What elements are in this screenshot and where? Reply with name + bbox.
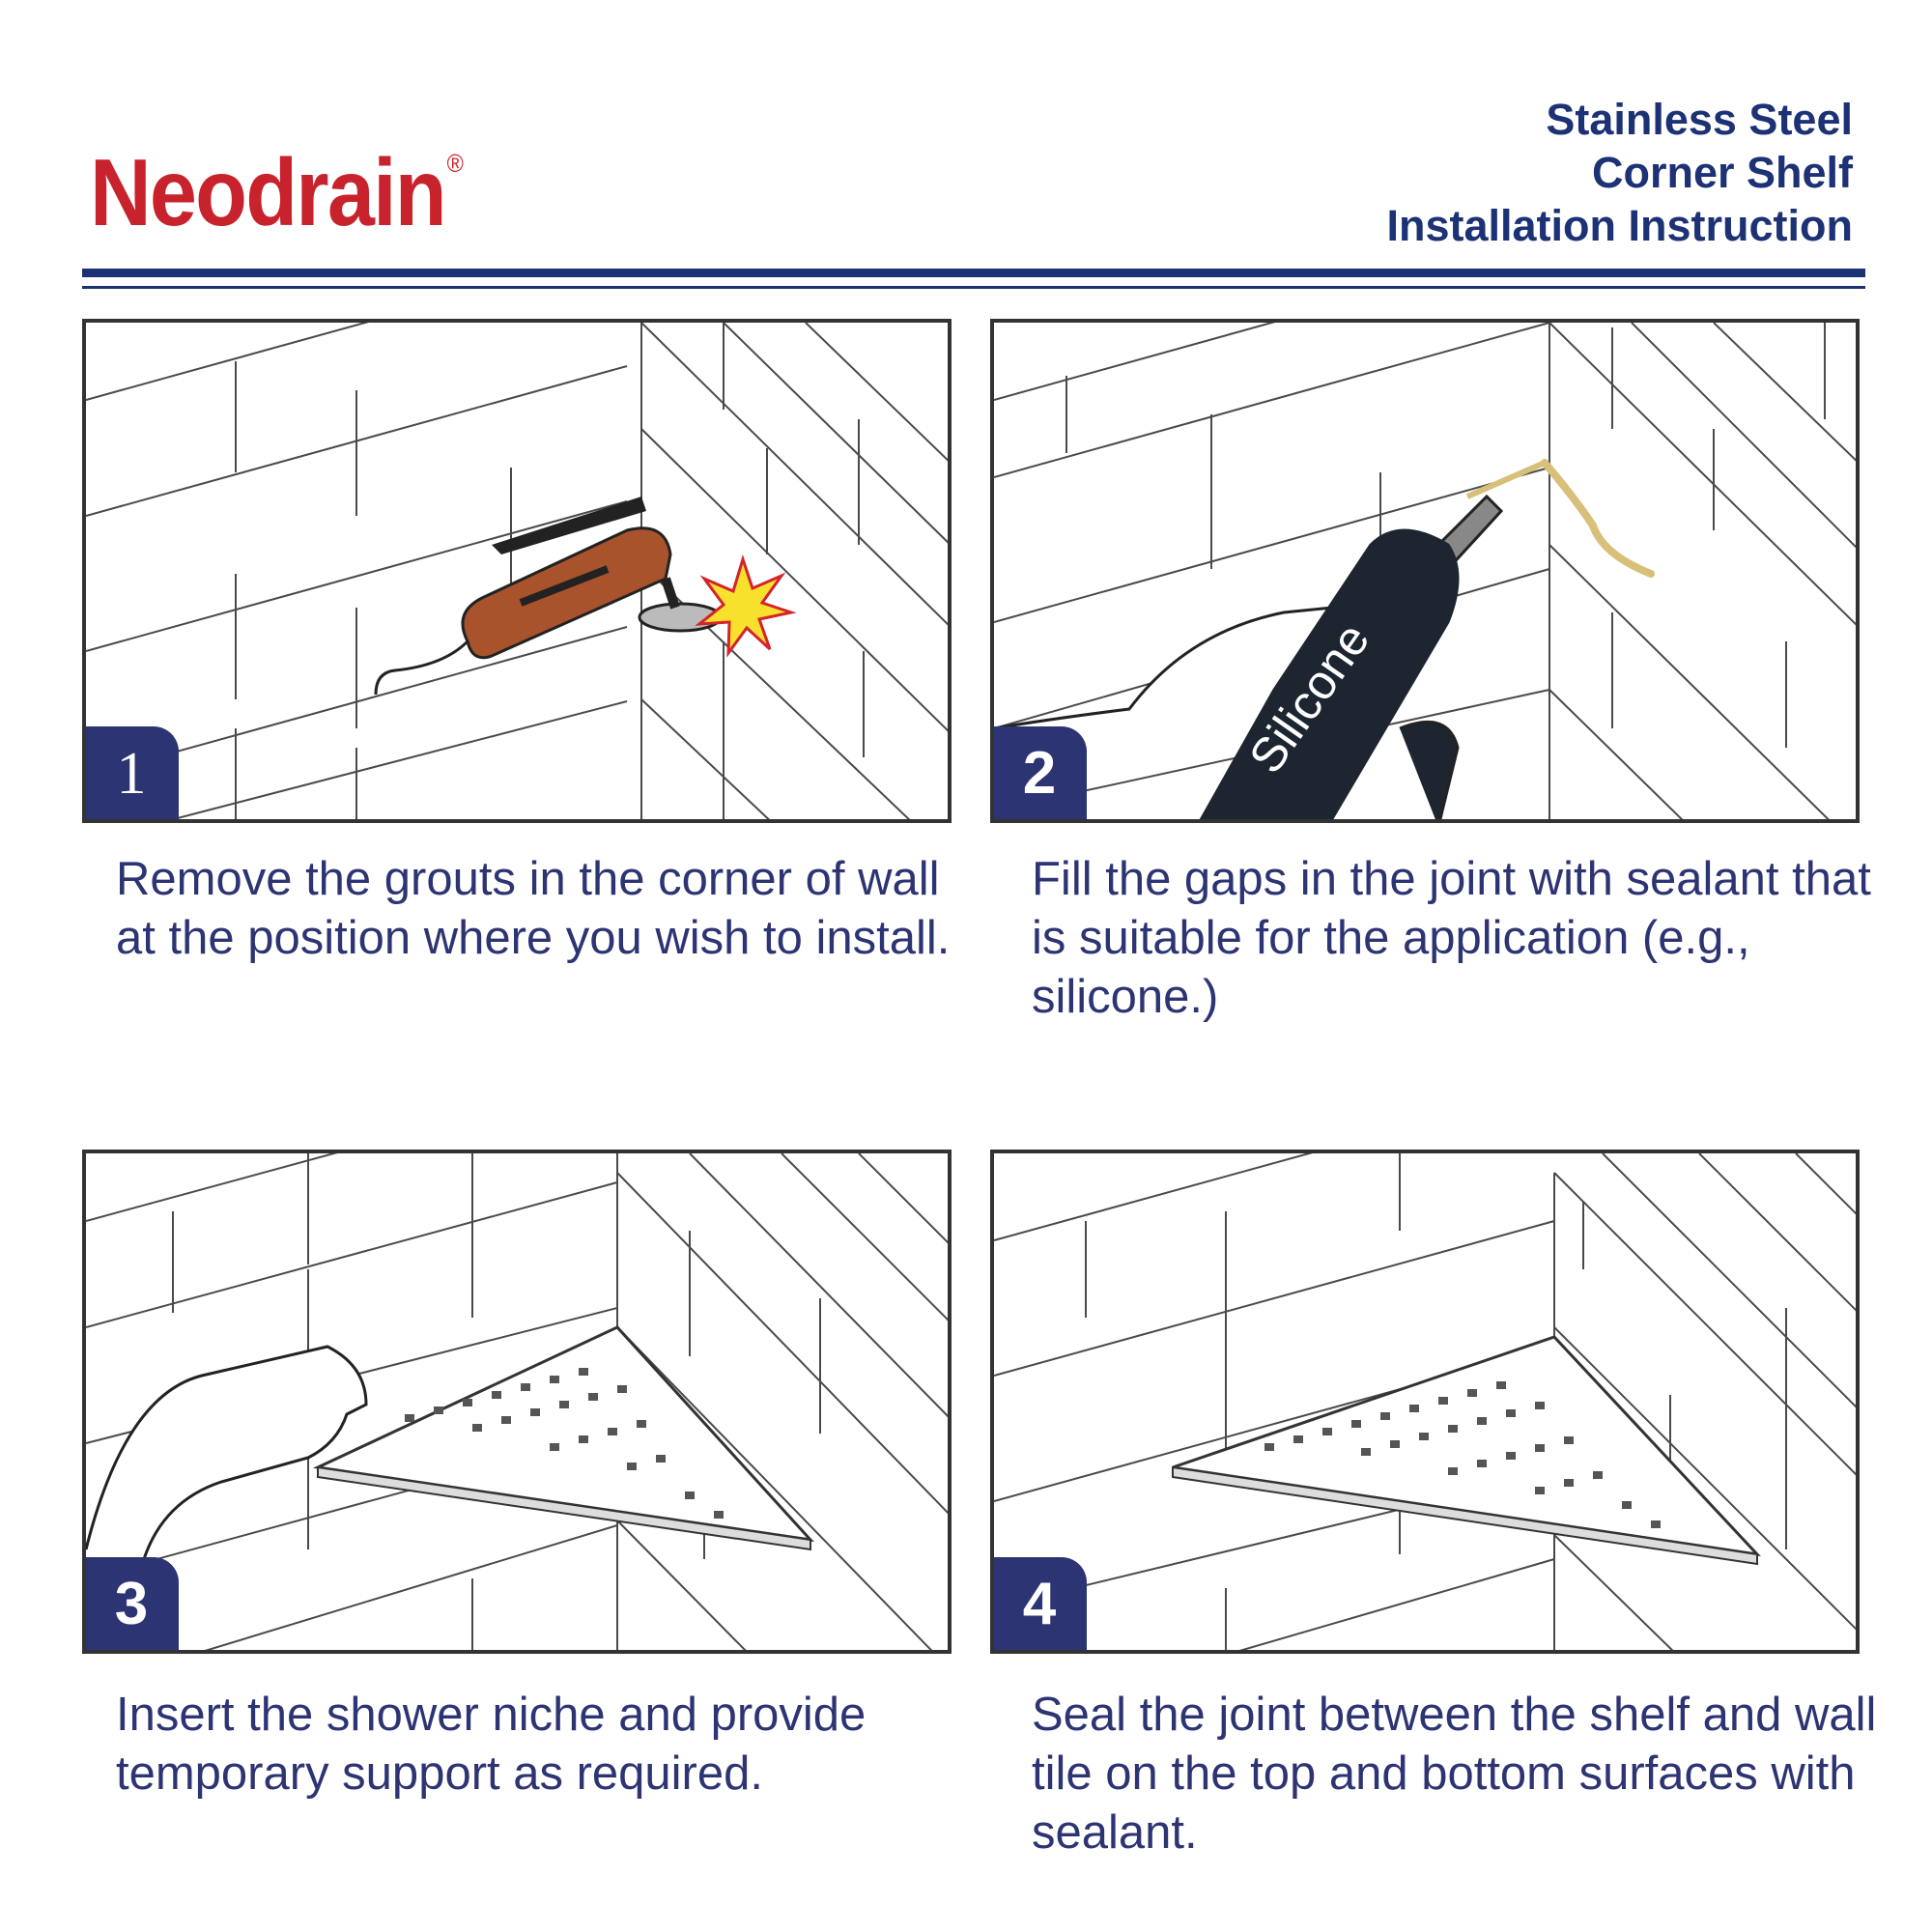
step-2-caption: Fill the gaps in the joint with sealant … [1032, 853, 1871, 1023]
header-rule-thick [82, 269, 1865, 277]
silicone-tube-icon [1199, 528, 1460, 819]
step-4-caption: Seal the joint between the shelf and wal… [1032, 1689, 1877, 1859]
tile-wall-drawing [994, 1153, 1856, 1650]
step-number-badge: 1 [86, 726, 179, 819]
step-number-badge: 4 [994, 1557, 1087, 1650]
tile-wall-drawing [86, 323, 948, 819]
step-3-caption: Insert the shower niche and provide temp… [116, 1689, 867, 1800]
step-number-badge: 3 [86, 1557, 179, 1650]
step-2-illustration: Silicone 2 [990, 319, 1860, 823]
title-line-3: Installation Instruction [1386, 201, 1853, 250]
step-3-illustration: 3 [82, 1150, 952, 1654]
brand-logo: Neodrain® [90, 139, 464, 245]
header-rule-thin [82, 286, 1865, 289]
hand-icon [86, 1345, 368, 1600]
title-line-2: Corner Shelf [1591, 148, 1853, 197]
tile-wall-drawing: Silicone [994, 323, 1856, 819]
step-1-caption: Remove the grouts in the corner of wall … [116, 853, 951, 964]
step-1-illustration: 1 [82, 319, 952, 823]
document-title: Stainless Steel Corner Shelf Installatio… [1386, 93, 1853, 252]
step-number-badge: 2 [994, 726, 1087, 819]
oscillating-tool-icon [374, 497, 797, 696]
tile-wall-drawing [86, 1153, 948, 1650]
step-4-illustration: 4 [990, 1150, 1860, 1654]
title-line-1: Stainless Steel [1546, 95, 1853, 144]
